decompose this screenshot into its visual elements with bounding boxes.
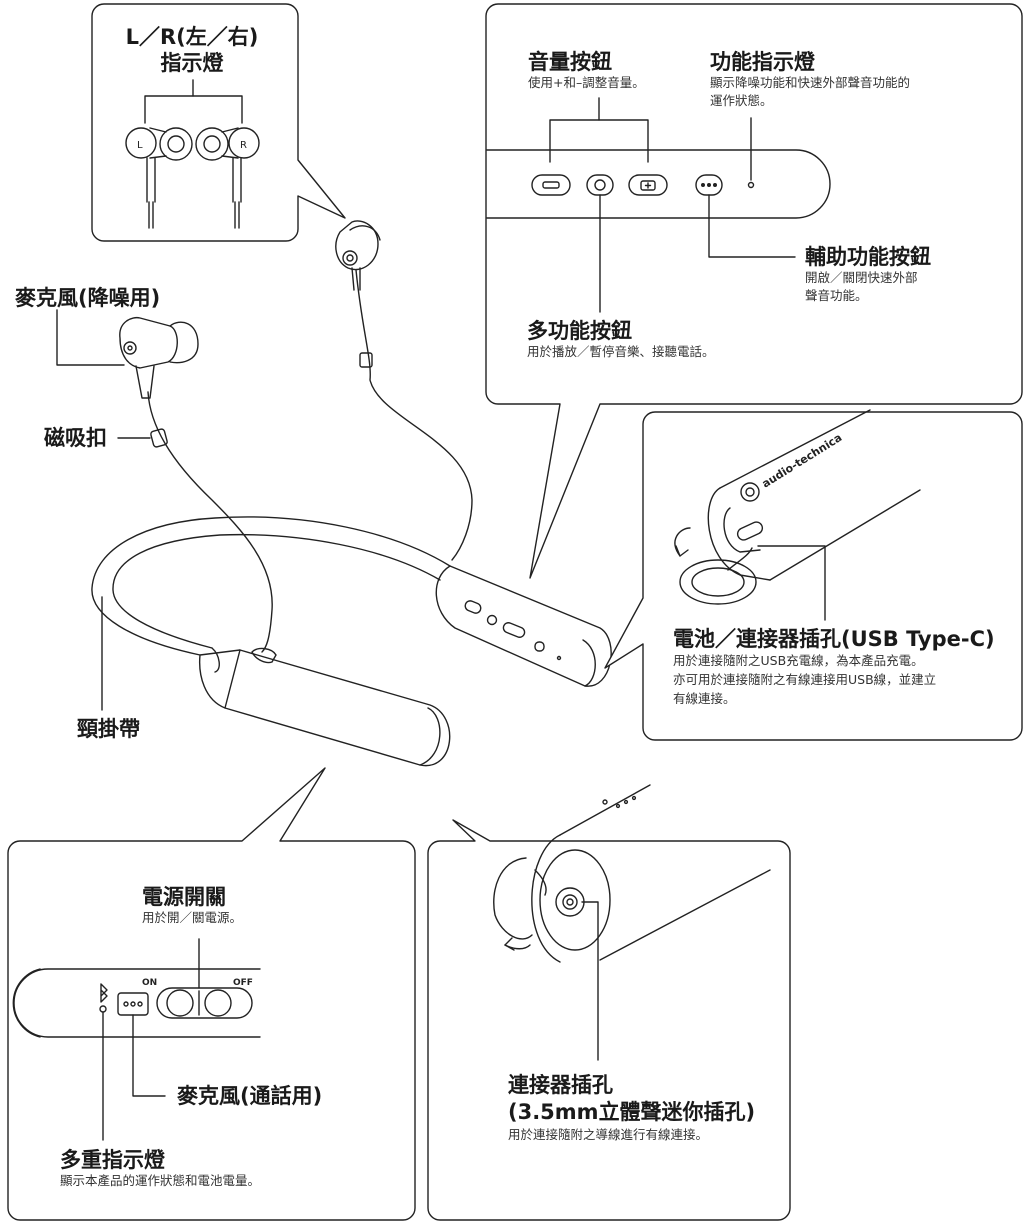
mic-nc-label: 麥克風(降噪用) <box>15 286 161 310</box>
right-mark-text: R <box>240 140 247 151</box>
usb-port-desc-line2: 亦可用於連接隨附之有線連接用USB線，並建立 <box>673 672 937 687</box>
neckband-label: 頸掛帶 <box>77 717 140 741</box>
volume-minus-button <box>531 174 571 196</box>
left-earbud <box>119 316 199 399</box>
panel-jack <box>427 784 791 1221</box>
assist-button-desc-line2: 聲音功能。 <box>805 288 868 303</box>
right-earpiece: R <box>195 127 260 229</box>
function-indicator-light <box>747 181 755 189</box>
power-switch-desc: 用於開／關電源。 <box>142 910 243 925</box>
function-indicator-desc-line2: 運作狀態。 <box>710 93 773 108</box>
power-switch-slider <box>156 987 253 1019</box>
power-switch-title: 電源開關 <box>142 885 226 909</box>
switch-on-label: ON <box>142 978 157 988</box>
lr-indicator-title-line2: 指示燈 <box>160 51 224 75</box>
lr-indicator-title-line1: L／R(左／右) <box>125 25 259 49</box>
volume-plus-button <box>628 174 668 196</box>
left-mark-text: L <box>137 140 143 151</box>
panel-control-buttons <box>485 3 1023 579</box>
jack-title-line2: (3.5mm立體聲迷你插孔) <box>508 1100 756 1124</box>
switch-off-label: OFF <box>233 978 253 988</box>
bluetooth-icon <box>100 983 108 1003</box>
magnetic-clip-label: 磁吸扣 <box>44 426 107 450</box>
function-indicator-title: 功能指示燈 <box>710 50 815 74</box>
usb-port-title: 電池／連接器插孔(USB Type-C) <box>673 627 995 651</box>
assist-function-button <box>695 174 723 196</box>
multi-indicator-title: 多重指示燈 <box>60 1148 165 1172</box>
jack-desc: 用於連接隨附之導線進行有線連接。 <box>508 1127 709 1142</box>
headset-illustration <box>56 220 612 767</box>
usb-port-desc-line3: 有線連接。 <box>673 691 736 706</box>
magnetic-clip-right <box>359 352 373 368</box>
assist-button-desc-line1: 開啟／關閉快速外部 <box>805 270 918 285</box>
multi-indicator-desc: 顯示本產品的運作狀態和電池電量。 <box>60 1173 261 1188</box>
magnetic-clip-left <box>150 428 168 448</box>
usb-port-desc-line1: 用於連接隨附之USB充電線，為本產品充電。 <box>673 653 924 668</box>
jack-title-line1: 連接器插孔 <box>508 1073 613 1097</box>
multi-function-button-title: 多功能按鈕 <box>527 319 632 343</box>
right-earbud <box>335 220 381 291</box>
mic-call-label: 麥克風(通話用) <box>177 1084 323 1108</box>
assist-button-title: 輔助功能按鈕 <box>805 245 931 269</box>
volume-buttons-title: 音量按鈕 <box>528 50 612 74</box>
panel-usb-port: audio-technica <box>604 409 1023 741</box>
left-earpiece: L <box>125 127 193 229</box>
panel-lr-indicator: L R <box>91 3 346 242</box>
function-indicator-desc-line1: 顯示降噪功能和快速外部聲音功能的 <box>710 75 911 90</box>
panel-power-switch: ON OFF <box>7 767 416 1221</box>
volume-buttons-desc: 使用+和–調整音量。 <box>528 75 645 90</box>
multi-function-button-desc: 用於播放／暫停音樂、接聽電話。 <box>527 344 715 359</box>
